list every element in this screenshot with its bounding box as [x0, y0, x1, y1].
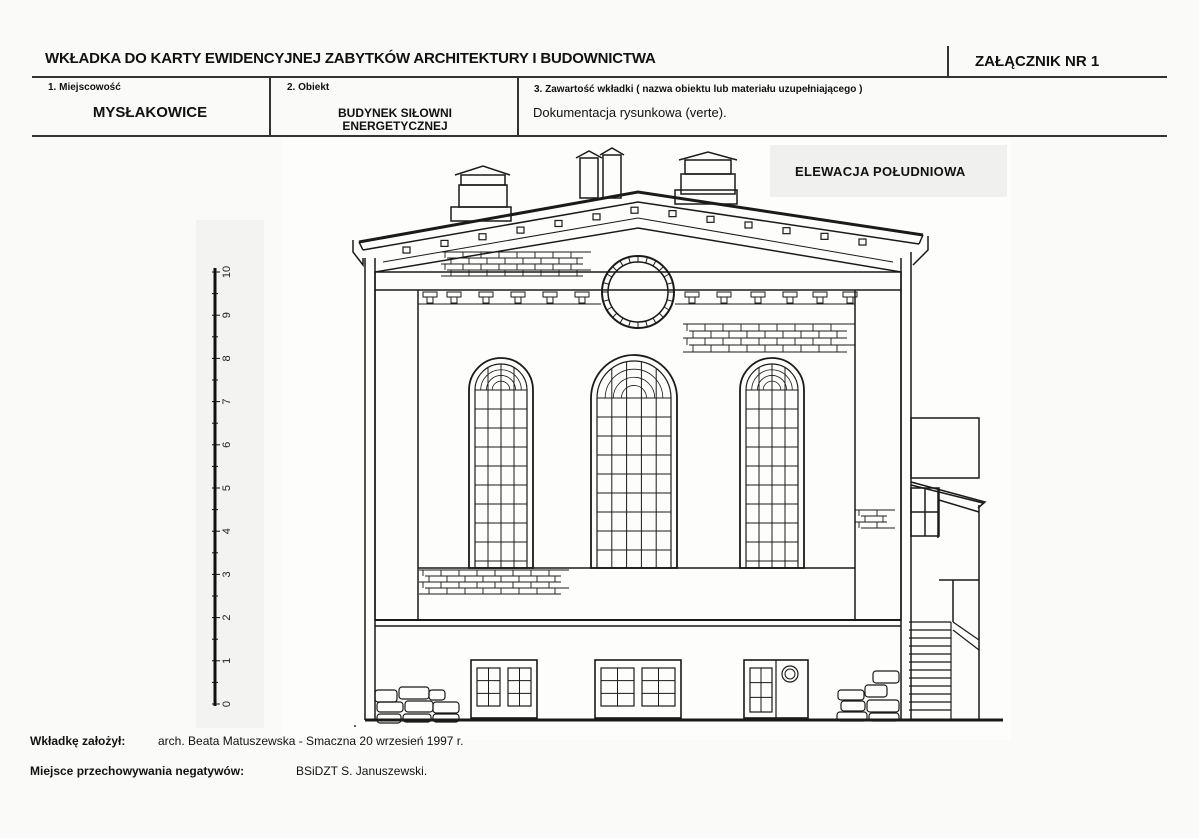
field1-label: 1. Miejscowość	[48, 82, 121, 93]
header-col-divider-1	[269, 78, 271, 136]
field2-value-line1: BUDYNEK SIŁOWNI	[338, 106, 452, 120]
scale-label: 9	[221, 312, 233, 318]
scale-label: 8	[221, 355, 233, 361]
building-elevation	[352, 147, 1003, 727]
header-col-divider-2	[517, 78, 519, 136]
field2-value-line2: ENERGETYCZNEJ	[342, 119, 448, 133]
scale-label: 1	[221, 658, 233, 664]
scale-label: 0	[221, 701, 233, 707]
scale-label: 4	[221, 528, 233, 534]
scale-label: 2	[221, 615, 233, 621]
elevation-caption: ELEWACJA POŁUDNIOWA	[795, 164, 966, 179]
scale-label: 10	[221, 266, 233, 278]
caption-box	[770, 145, 1007, 197]
author-label: Wkładkę założył:	[30, 734, 126, 748]
scale-bar: 0 1 2 3 4 5 6 7 8 9 10	[212, 266, 233, 707]
roof-vent-center	[575, 147, 625, 199]
roof-vent-left	[450, 165, 512, 222]
scale-paper	[196, 220, 264, 728]
document-title: WKŁADKA DO KARTY EWIDENCYJNEJ ZABYTKÓW A…	[45, 50, 656, 67]
field2-label: 2. Obiekt	[287, 82, 330, 93]
annex-number: ZAŁĄCZNIK NR 1	[975, 53, 1100, 70]
title-divider-vertical	[947, 46, 949, 76]
negatives-value: BSiDZT S. Januszewski.	[296, 764, 428, 778]
roof-vent-right	[674, 151, 738, 205]
author-value: arch. Beata Matuszewska - Smaczna 20 wrz…	[158, 734, 464, 748]
scale-label: 5	[221, 485, 233, 491]
field3-label: 3. Zawartość wkładki ( nazwa obiektu lub…	[534, 84, 863, 95]
scale-label: 3	[221, 571, 233, 577]
header-rule-top	[32, 76, 1167, 78]
header-rule-bottom	[32, 135, 1167, 137]
field1-value: MYSŁAKOWICE	[92, 104, 208, 121]
field3-value: Dokumentacja rysunkowa (verte).	[533, 105, 727, 120]
scale-label: 7	[221, 399, 233, 405]
negatives-label: Miejsce przechowywania negatywów:	[30, 764, 245, 778]
scale-label: 6	[221, 442, 233, 448]
